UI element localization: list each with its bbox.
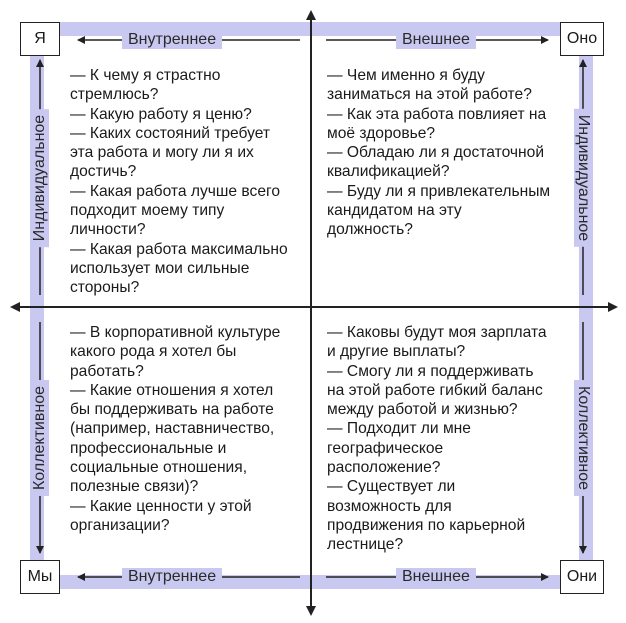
question-line: — В корпоративной культуре (70, 324, 281, 341)
question-line: квалификацией? (327, 163, 450, 181)
quadrant-top-right: — Чем именно я буду заниматься на этой ра… (327, 66, 563, 240)
question-line: продвижения по карьерной (327, 516, 526, 534)
question-line: личности? (70, 221, 146, 239)
question-line: использует мои сильные (70, 259, 250, 277)
edge-label-left-collective: Коллективное (31, 379, 49, 497)
question-line: социальные отношения, (70, 459, 248, 477)
question-line: лестнице? (327, 536, 404, 554)
edge-label-left-individual: Индивидуальное (31, 108, 49, 248)
question-line: — Какая работа лучше всего (70, 182, 281, 200)
question-line: — Какая работа максимально (70, 240, 288, 258)
question-line: — Подходит ли мне (327, 420, 471, 438)
question-line: (например, наставничество, (70, 420, 275, 438)
edge-label-bottom-outer: Внешнее (396, 568, 476, 586)
question-line: полезные связи)? (70, 478, 199, 496)
question-line: профессиональные и (70, 439, 227, 457)
question-line: кандидатом на эту (327, 202, 462, 220)
question-line: — Существует ли (327, 478, 456, 496)
quadrant-bottom-left: — В корпоративной культуре какого рода я … (70, 323, 306, 535)
question-line: достичь? (70, 163, 137, 181)
question-line: географическое (327, 439, 444, 457)
question-line: — Обладаю ли я достаточной (327, 144, 545, 162)
question-line: стороны? (70, 279, 140, 297)
corner-i: Я (20, 22, 60, 56)
question-line: — Каких состояний требует (70, 124, 271, 142)
question-line: организации? (70, 516, 170, 534)
question-line: стремлюсь? (70, 86, 159, 104)
edge-label-top-inner: Внутреннее (122, 31, 223, 49)
edge-label-right-individual: Индивидуальное (574, 108, 592, 248)
quadrant-top-left: — К чему я страстно стремлюсь?— Какую раб… (70, 66, 306, 298)
question-line: на этой работе гибкий баланс (327, 381, 543, 399)
question-line: и другие выплаты? (327, 343, 466, 361)
question-line: должность? (327, 221, 413, 239)
question-line: заниматься на этой работе? (327, 86, 532, 104)
question-line: — Смогу ли я поддерживать (327, 362, 534, 380)
question-line: между работой и жизнью? (327, 401, 518, 419)
question-line: бы поддерживать на работе (70, 401, 274, 419)
question-line: моё здоровье? (327, 124, 436, 142)
question-line: расположение? (327, 459, 441, 477)
edge-label-top-outer: Внешнее (396, 31, 476, 49)
question-line: — Каковы будут моя зарплата (327, 324, 547, 341)
question-line: возможность для (327, 497, 452, 515)
question-line: — Какие отношения я хотел (70, 381, 274, 399)
edge-label-bottom-inner: Внутреннее (122, 568, 223, 586)
question-line: — Как эта работа повлияет на (327, 105, 547, 123)
corner-they: Они (560, 560, 604, 594)
question-line: — Какую работу я ценю? (70, 105, 252, 123)
edge-label-right-collective: Коллективное (574, 379, 592, 497)
corner-we: Мы (20, 560, 60, 594)
question-line: работать? (70, 362, 144, 380)
question-line: — К чему я страстно (70, 67, 221, 84)
question-line: какого рода я хотел бы (70, 343, 237, 361)
question-line: — Какие ценности у этой (70, 497, 252, 515)
question-line: подходит моему типу (70, 202, 225, 220)
corner-it: Оно (560, 22, 604, 56)
question-line: эта работа и могу ли я их (70, 144, 254, 162)
question-line: — Чем именно я буду (327, 67, 485, 84)
quadrant-bottom-right: — Каковы будут моя зарплата и другие выпл… (327, 323, 563, 555)
question-line: — Буду ли я привлекательным (327, 182, 551, 200)
